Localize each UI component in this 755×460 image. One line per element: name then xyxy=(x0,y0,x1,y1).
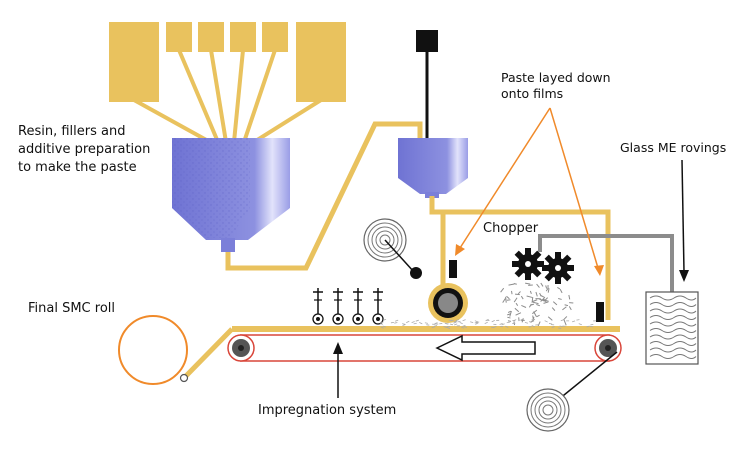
paste-pointer-arrows xyxy=(455,107,604,276)
ingredient-feed-lines xyxy=(132,48,323,144)
chopper-gears xyxy=(512,248,574,284)
mixer-motor xyxy=(416,30,438,52)
ingredient-feed xyxy=(109,22,346,102)
paste-supply-line xyxy=(225,121,423,271)
impregnation-pointer-arrow xyxy=(333,342,343,398)
paste-dispensers xyxy=(312,288,384,325)
chopper-label: Chopper xyxy=(483,221,539,236)
final-smc-roll-label: Final SMC roll xyxy=(28,301,115,316)
resin-hopper xyxy=(172,138,290,252)
glass-roving-creel xyxy=(645,291,699,365)
resin-label: Resin, fillers and additive preparation … xyxy=(18,124,155,175)
belt-roller-right xyxy=(594,334,622,362)
final-smc-roll xyxy=(118,315,188,385)
glass-rovings-label: Glass ME rovings xyxy=(620,140,726,155)
paste-hopper xyxy=(398,138,468,198)
ingredient-box xyxy=(166,22,192,52)
ingredient-box xyxy=(296,22,346,102)
paste-label: Paste layed down onto films xyxy=(501,70,615,101)
compaction-roller xyxy=(428,283,468,323)
guide-pin xyxy=(179,373,189,383)
upper-film-roll xyxy=(363,218,422,279)
ingredient-box xyxy=(198,22,224,52)
ingredient-box xyxy=(109,22,159,102)
ingredient-box xyxy=(230,22,256,52)
belt-roller-left xyxy=(227,334,255,362)
belt-direction-arrow xyxy=(435,334,536,362)
doctor-blade-lower xyxy=(596,302,604,322)
paste-dispenser xyxy=(352,288,364,325)
paste-dispenser xyxy=(372,288,384,325)
paste-dispenser xyxy=(312,288,324,325)
smc-output-sheet xyxy=(182,327,234,380)
paste-dispenser xyxy=(332,288,344,325)
machine-frame xyxy=(429,196,611,320)
glass-roving-path xyxy=(538,234,674,292)
ingredient-box xyxy=(262,22,288,52)
conveyor-belt xyxy=(232,318,620,362)
lower-film-roll xyxy=(526,388,570,432)
glass-pointer-arrow xyxy=(679,159,689,282)
impregnation-system-label: Impregnation system xyxy=(258,403,396,418)
doctor-blade-upper xyxy=(449,260,457,278)
